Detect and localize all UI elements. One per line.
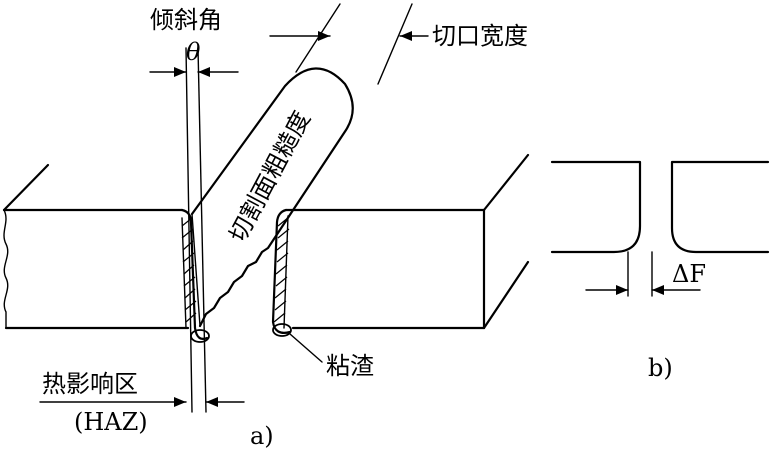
kerf-width-marks [269,3,429,85]
right-plate [271,153,530,334]
b-left-piece [550,160,642,254]
label-haz: 热影响区 [42,370,138,398]
label-theta: θ [186,38,201,66]
label-cut-surface-roughness: 切割面粗糙度 [224,107,316,247]
label-delta-f: ΔF [672,260,706,288]
tilt-angle-marks [149,47,239,413]
dross-blob-left [190,329,210,343]
dross-leader [289,333,323,363]
figure-a: 倾斜角 θ 切口宽度 切割面粗糙度 热影响区 (HAZ) 粘渣 a) [2,3,530,449]
figure-b: ΔF b) [550,160,770,382]
cut-slug [190,67,354,328]
label-subfigure-b: b) [648,354,673,382]
label-kerf-width: 切口宽度 [432,22,528,50]
haz-hatch-right [273,215,290,329]
label-haz-abbr: (HAZ) [74,408,148,436]
left-plate [2,163,209,340]
label-tilt-angle: 倾斜角 [150,6,222,34]
b-right-piece [670,160,770,254]
dross-blob-right [272,323,292,337]
label-subfigure-a: a) [250,422,274,449]
label-dross: 粘渣 [326,352,374,380]
haz-dimension-marks [39,397,245,407]
